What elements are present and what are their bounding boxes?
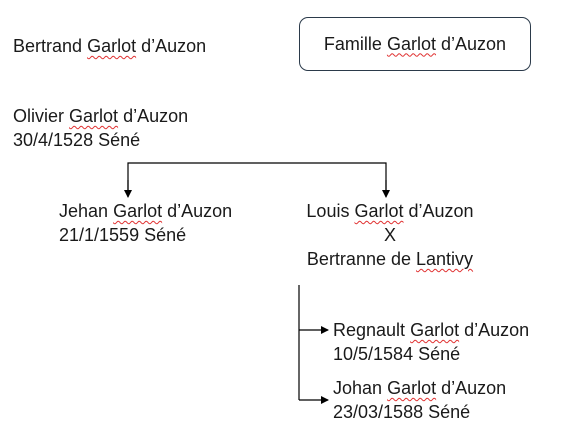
name-suffix: d’Auzon <box>123 106 189 126</box>
person-event: 10/5/1584 Séné <box>333 344 461 364</box>
name-suffix: d’Auzon <box>167 201 233 221</box>
name-suffix: d’Auzon <box>441 378 507 398</box>
person-event: 23/03/1588 Séné <box>333 402 471 422</box>
family-name: Garlot <box>410 320 460 340</box>
first-name: Jehan <box>59 201 109 221</box>
title-suffix: d’Auzon <box>441 33 507 54</box>
family-name: Garlot <box>87 36 137 56</box>
name-suffix: d’Auzon <box>464 320 530 340</box>
family-name: Garlot <box>387 378 437 398</box>
name-suffix: d’Auzon <box>141 36 207 56</box>
family-name: Garlot <box>354 201 404 221</box>
marriage-mark: X <box>383 225 396 245</box>
title-first: Famille <box>323 33 382 54</box>
couple-louis: Louis Garlot d’Auzon X Bertranne de Lant… <box>290 199 490 271</box>
family-name: Garlot <box>113 201 163 221</box>
first-name: Olivier <box>13 106 65 126</box>
person-name: Jehan Garlot d’Auzon <box>59 199 232 223</box>
person-regnault: Regnault Garlot d’Auzon 10/5/1584 Séné <box>333 318 529 366</box>
person-name: Johan Garlot d’Auzon <box>333 376 506 400</box>
first-name: Louis <box>306 201 350 221</box>
title-family: Garlot <box>386 33 436 54</box>
spouse-family: Lantivy <box>416 249 474 269</box>
person-jehan: Jehan Garlot d’Auzon 21/1/1559 Séné <box>59 199 232 247</box>
name-suffix: d’Auzon <box>408 201 474 221</box>
first-name: Johan <box>333 378 383 398</box>
first-name: Bertrand <box>13 36 83 56</box>
spouse-first: Bertranne de <box>306 249 411 269</box>
person-event: 30/4/1528 Séné <box>13 130 141 150</box>
person-name: Louis Garlot d’Auzon <box>290 199 490 223</box>
family-title-box: Famille Garlot d’Auzon <box>299 17 531 71</box>
person-event: 21/1/1559 Séné <box>59 225 187 245</box>
first-name: Regnault <box>333 320 406 340</box>
person-bertrand: Bertrand Garlot d’Auzon <box>13 34 206 58</box>
family-name: Garlot <box>69 106 119 126</box>
person-johan: Johan Garlot d’Auzon 23/03/1588 Séné <box>333 376 506 424</box>
person-name: Regnault Garlot d’Auzon <box>333 318 529 342</box>
spouse-name: Bertranne de Lantivy <box>290 247 490 271</box>
connector-olivier-children <box>127 162 387 196</box>
person-name: Olivier Garlot d’Auzon <box>13 104 188 128</box>
person-olivier: Olivier Garlot d’Auzon 30/4/1528 Séné <box>13 104 188 152</box>
